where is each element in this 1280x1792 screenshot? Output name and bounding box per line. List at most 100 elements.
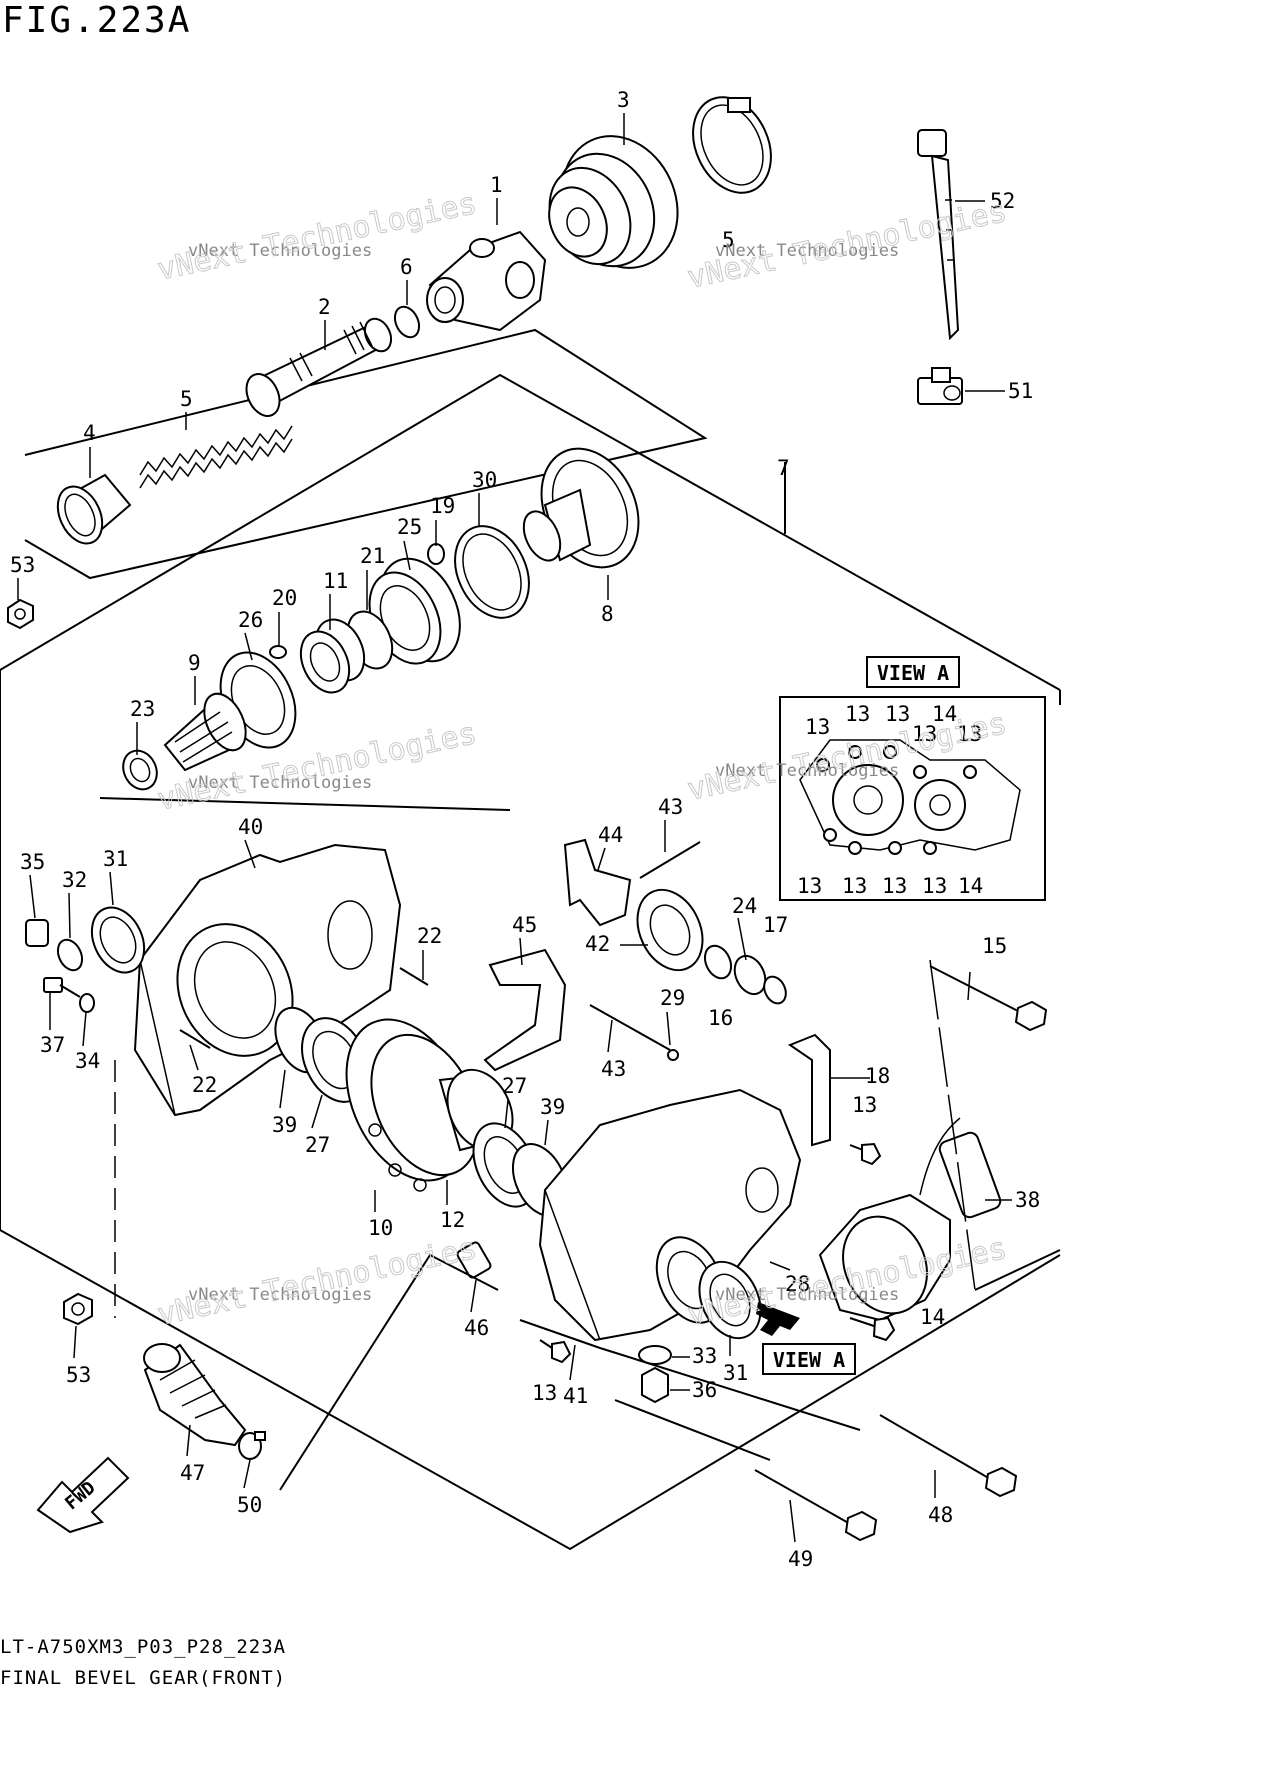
watermark-1: vNext Technologies bbox=[188, 241, 372, 261]
part-ring-30 bbox=[454, 525, 530, 619]
part-seal-31-right bbox=[698, 1260, 762, 1340]
part-collar-11 bbox=[299, 618, 366, 694]
callout-41: 41 bbox=[563, 1384, 588, 1408]
callout-23: 23 bbox=[130, 697, 155, 721]
part-bracket-18 bbox=[787, 1033, 831, 1147]
callout-47: 47 bbox=[180, 1461, 205, 1485]
callout-43-a: 43 bbox=[658, 795, 683, 819]
part-bearing-24 bbox=[733, 954, 767, 996]
callout-37: 37 bbox=[40, 1033, 65, 1057]
callout-29: 29 bbox=[660, 986, 685, 1010]
part-breather-46 bbox=[456, 1241, 492, 1279]
figure-title: FIG.223A bbox=[2, 0, 192, 41]
callout-15: 15 bbox=[982, 934, 1007, 958]
callout-38: 38 bbox=[1015, 1188, 1040, 1212]
part-clamp-5-upper bbox=[692, 96, 772, 194]
callout-45: 45 bbox=[512, 913, 537, 937]
part-boot-47 bbox=[143, 1343, 247, 1447]
callout-12: 12 bbox=[440, 1208, 465, 1232]
part-bolt-49 bbox=[754, 1469, 878, 1542]
part-joint-1 bbox=[426, 230, 547, 332]
callout-36: 36 bbox=[692, 1378, 717, 1402]
part-clip-20 bbox=[269, 645, 287, 659]
fwd-arrow: FWD bbox=[36, 1456, 130, 1534]
part-circlip-6 bbox=[393, 305, 421, 339]
callout-46: 46 bbox=[464, 1316, 489, 1340]
part-ring-gear-10 bbox=[345, 1018, 514, 1192]
callout-28: 28 bbox=[785, 1272, 810, 1296]
view-a-text-top: VIEW A bbox=[877, 661, 949, 685]
part-bolt-48 bbox=[879, 1414, 1018, 1498]
callout-35: 35 bbox=[20, 850, 45, 874]
callout-25: 25 bbox=[397, 515, 422, 539]
part-bolt-13-lower bbox=[539, 1339, 572, 1364]
callout-39-a: 39 bbox=[272, 1113, 297, 1137]
callout-27-a: 27 bbox=[305, 1133, 330, 1157]
callout-51: 51 bbox=[1008, 379, 1033, 403]
part-housing-40 bbox=[133, 843, 402, 1117]
callout-53-b: 53 bbox=[66, 1363, 91, 1387]
callout-48: 48 bbox=[928, 1503, 953, 1527]
callout-5-b: 5 bbox=[722, 228, 735, 252]
callout-13-v7: 13 bbox=[842, 874, 867, 898]
callout-13-v6: 13 bbox=[797, 874, 822, 898]
watermark-3: vNext Technologies bbox=[188, 773, 372, 793]
callout-3: 3 bbox=[617, 88, 630, 112]
callout-53-a: 53 bbox=[10, 553, 35, 577]
callout-17: 17 bbox=[763, 913, 788, 937]
view-a-label-bottom: VIEW A bbox=[762, 1343, 856, 1375]
part-shaft-2 bbox=[245, 317, 393, 417]
part-pin-22-a bbox=[399, 967, 429, 986]
view-a-arrow bbox=[756, 1302, 800, 1336]
callout-16: 16 bbox=[708, 1006, 733, 1030]
callout-13-v1: 13 bbox=[805, 715, 830, 739]
watermark-2: vNext Technologies bbox=[715, 241, 899, 261]
callout-13-a: 13 bbox=[852, 1093, 877, 1117]
callout-30: 30 bbox=[472, 468, 497, 492]
model-code: LT-A750XM3_P03_P28_223A bbox=[0, 1636, 287, 1658]
part-clamp-50 bbox=[238, 1431, 266, 1460]
part-pin-22-b bbox=[179, 1029, 211, 1049]
callout-33: 33 bbox=[692, 1344, 717, 1368]
watermark-large-5: vNext Technologies bbox=[154, 1231, 479, 1333]
callout-32: 32 bbox=[62, 868, 87, 892]
callout-39-b: 39 bbox=[540, 1095, 565, 1119]
callout-40: 40 bbox=[238, 815, 263, 839]
part-seal-31-left bbox=[90, 906, 146, 974]
part-cable-tie-52 bbox=[917, 129, 960, 341]
part-clip-51 bbox=[917, 367, 963, 405]
callout-10: 10 bbox=[368, 1216, 393, 1240]
callout-44: 44 bbox=[598, 823, 623, 847]
callout-13-v2: 13 bbox=[845, 702, 870, 726]
callout-42: 42 bbox=[585, 932, 610, 956]
part-plug-36 bbox=[641, 1366, 669, 1404]
view-a-text-bottom: VIEW A bbox=[773, 1348, 845, 1372]
part-boot-3 bbox=[548, 135, 679, 269]
part-ring-16 bbox=[703, 944, 733, 980]
part-washer-34 bbox=[79, 993, 95, 1013]
callout-4: 4 bbox=[83, 421, 96, 445]
callout-26: 26 bbox=[238, 608, 263, 632]
callout-22-a: 22 bbox=[417, 924, 442, 948]
callout-5-a: 5 bbox=[180, 387, 193, 411]
callout-43-b: 43 bbox=[601, 1057, 626, 1081]
watermark-large-1: vNext Technologies bbox=[154, 186, 479, 288]
part-spring-5 bbox=[139, 425, 293, 489]
part-plug-35 bbox=[25, 919, 49, 947]
callout-13-v9: 13 bbox=[922, 874, 947, 898]
part-pinion-9 bbox=[163, 692, 247, 772]
part-bolt-15 bbox=[929, 965, 1048, 1032]
callout-19: 19 bbox=[430, 494, 455, 518]
part-rod-43-lower bbox=[589, 1004, 679, 1061]
part-fork-45 bbox=[483, 948, 567, 1072]
callout-24: 24 bbox=[732, 894, 757, 918]
callout-27-b: 27 bbox=[502, 1074, 527, 1098]
callout-14-v1: 14 bbox=[932, 702, 957, 726]
part-bolt-14-lower bbox=[849, 1316, 896, 1342]
watermark-5: vNext Technologies bbox=[188, 1285, 372, 1305]
callout-18: 18 bbox=[865, 1064, 890, 1088]
part-washer-33 bbox=[638, 1345, 672, 1365]
part-nut-53-upper bbox=[7, 598, 34, 630]
callout-31-a: 31 bbox=[103, 847, 128, 871]
